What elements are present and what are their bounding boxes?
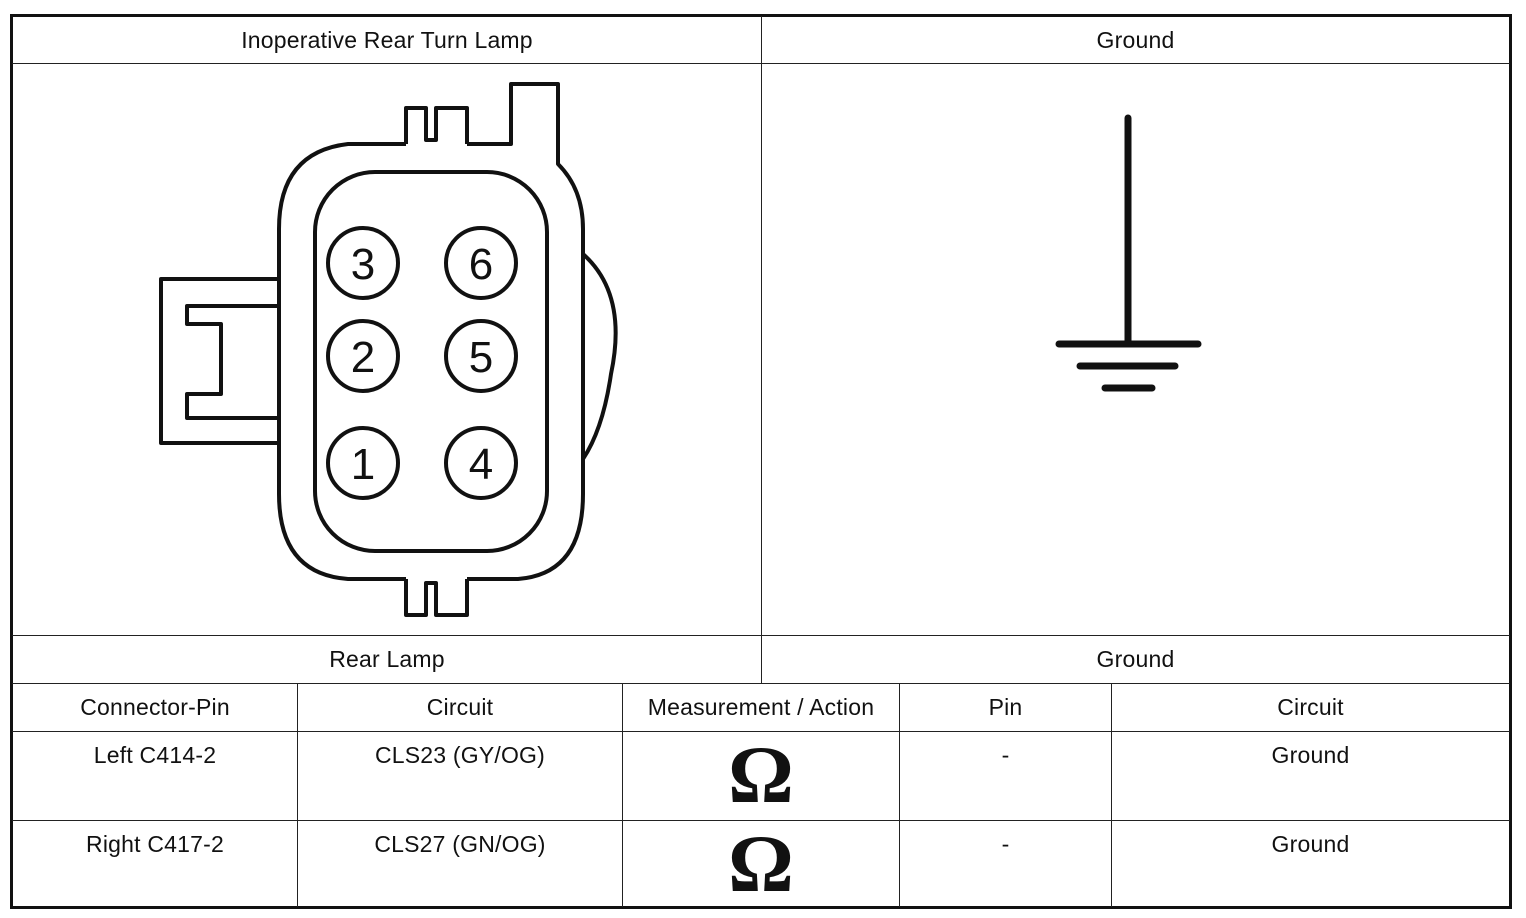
section-ground: Ground: [762, 636, 1509, 683]
divider-table-header: [12, 731, 1510, 732]
pin-6-circle: [444, 226, 518, 300]
divider-col-2: [622, 684, 623, 907]
column-header-pin: Pin: [900, 684, 1111, 731]
table-row-1-circuit-ground: Ground: [1112, 732, 1509, 820]
column-header-circuit-ground: Circuit: [1112, 684, 1509, 731]
cell-text: -: [1001, 742, 1010, 768]
ohm-icon: Ω: [728, 729, 794, 820]
table-row-2-connector-pin: Right C417-2: [13, 821, 297, 907]
pin-4-circle: [444, 426, 518, 500]
column-header-circuit: Circuit: [298, 684, 622, 731]
pin-2-label: 2: [351, 333, 375, 382]
pin-5-label: 5: [469, 333, 493, 382]
ground-title-text: Ground: [1096, 26, 1175, 53]
section-rear-lamp: Rear Lamp: [13, 636, 761, 683]
ground-title: Ground: [762, 17, 1509, 63]
pin-1-circle: [326, 426, 400, 500]
divider-col-4: [1111, 684, 1112, 907]
table-row-1-pin: -: [900, 732, 1111, 820]
pin-3-label: 3: [351, 240, 375, 289]
connector-title-text: Inoperative Rear Turn Lamp: [241, 26, 533, 53]
connector-diagram: 3 6 2 5 1 4: [159, 82, 618, 617]
pin-5-circle: [444, 319, 518, 393]
table-row-1-circuit: CLS23 (GY/OG): [298, 732, 622, 820]
diagram-frame: [10, 14, 1512, 909]
ground-symbol: [1055, 114, 1202, 392]
ohm-icon: Ω: [728, 818, 794, 909]
cell-text: CLS27 (GN/OG): [374, 831, 546, 857]
pin-1-label: 1: [351, 440, 375, 489]
divider-center: [761, 16, 762, 684]
cell-text: Ground: [1271, 831, 1350, 857]
table-row-1-connector-pin: Left C414-2: [13, 732, 297, 820]
cell-text: Right C417-2: [86, 831, 224, 857]
pin-4-label: 4: [469, 440, 493, 489]
latch-notch: [185, 304, 279, 420]
table-row-2-circuit: CLS27 (GN/OG): [298, 821, 622, 907]
cell-text: Left C414-2: [93, 742, 217, 768]
column-header-text: Circuit: [1277, 694, 1344, 720]
table-row-2-measurement: Ω: [623, 821, 899, 907]
cell-text: Ground: [1271, 742, 1350, 768]
column-header-connector-pin: Connector-Pin: [13, 684, 297, 731]
column-header-text: Circuit: [426, 694, 494, 720]
housing-outer: [277, 142, 406, 581]
table-row-2-circuit-ground: Ground: [1112, 821, 1509, 907]
column-header-text: Connector-Pin: [80, 694, 230, 720]
column-header-text: Measurement / Action: [647, 694, 875, 720]
column-header-text: Pin: [988, 694, 1023, 720]
table-row-1-measurement: Ω: [623, 732, 899, 820]
divider-row: [12, 820, 1510, 821]
pin-6-label: 6: [469, 240, 493, 289]
cell-text: -: [1001, 831, 1010, 857]
pin-2-circle: [326, 319, 400, 393]
table-row-2-pin: -: [900, 821, 1111, 907]
housing-bump: [581, 252, 618, 461]
section-ground-text: Ground: [1096, 646, 1175, 672]
section-rear-lamp-text: Rear Lamp: [329, 646, 445, 672]
connector-title: Inoperative Rear Turn Lamp: [13, 17, 761, 63]
pin-3-circle: [326, 226, 400, 300]
latch-tab: [159, 277, 279, 445]
column-header-measurement: Measurement / Action: [623, 684, 899, 731]
divider-col-1: [297, 684, 298, 907]
bottom-key: [404, 579, 469, 617]
pin-cavity: [313, 170, 549, 553]
top-key: [404, 106, 469, 144]
cell-text: CLS23 (GY/OG): [374, 742, 546, 768]
divider-col-3: [899, 684, 900, 907]
